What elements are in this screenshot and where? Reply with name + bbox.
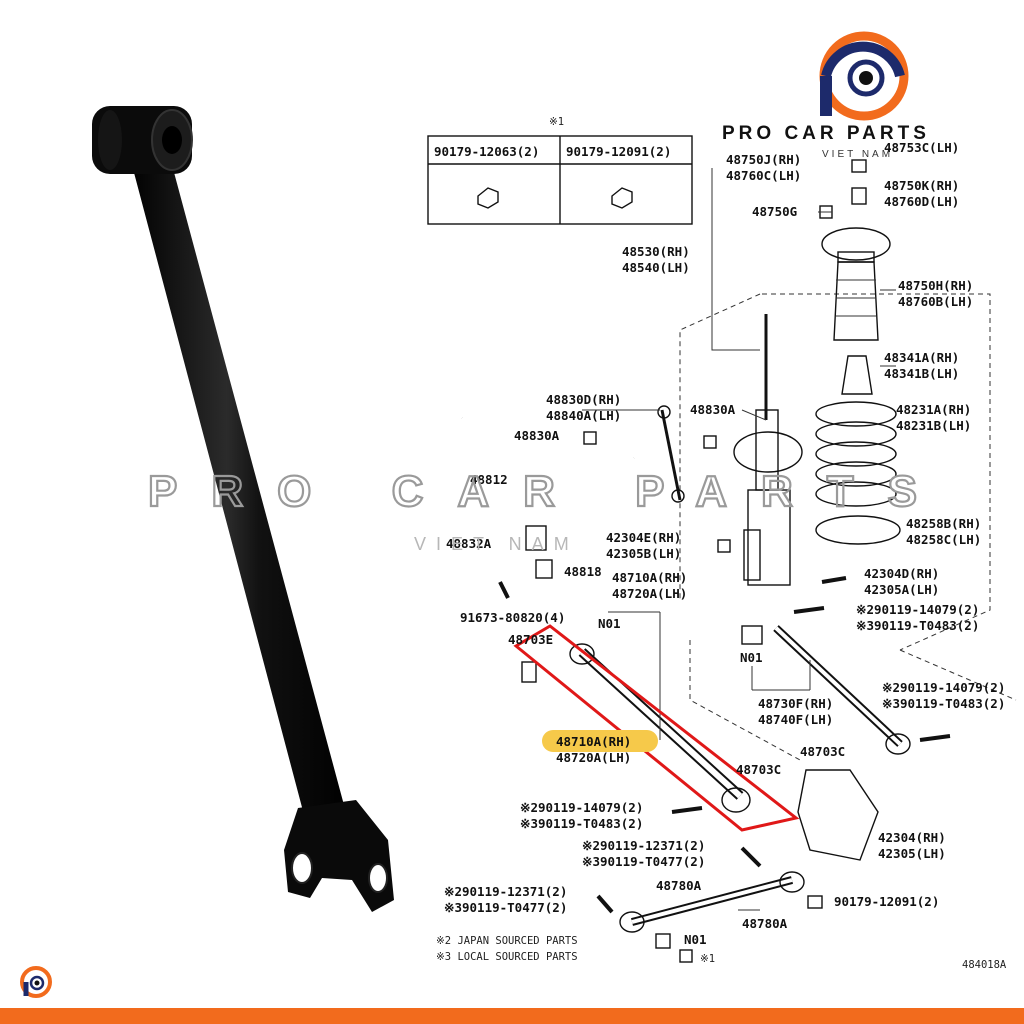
control-arm-photo: [92, 106, 394, 912]
label-48750k: 48750K(RH): [884, 178, 959, 193]
label-48750g: 48750G: [752, 204, 797, 219]
label-48750j: 48750J(RH): [726, 152, 801, 167]
label-highlight: [542, 730, 658, 752]
label-48341b: 48341B(LH): [884, 366, 959, 381]
label-n01-c: N01: [684, 932, 707, 947]
brand-sub: VIET NAM: [822, 149, 893, 160]
label-90179: 90179-12091(2): [834, 894, 939, 909]
label-ref2-a: ※290119-14079(2): [882, 680, 1005, 695]
part-labels: 48753C(LH) 48750J(RH) 48760C(LH) 48750K(…: [436, 140, 1007, 971]
label-48540: 48540(LH): [622, 260, 690, 275]
label-48258c: 48258C(LH): [906, 532, 981, 547]
label-42304d: 42304D(RH): [864, 566, 939, 581]
label-48730f: 48730F(RH): [758, 696, 833, 711]
label-n01-b: N01: [740, 650, 763, 665]
fastener-table: ※1 90179-12063(2) 90179-12091(2): [427, 116, 693, 225]
label-ref5-a: ※290119-12371(2): [444, 884, 567, 899]
strut-assembly: [679, 159, 991, 651]
label-48832a: 48832A: [446, 536, 492, 551]
label-ref4-a: ※290119-12371(2): [582, 838, 705, 853]
label-48780a-2: 48780A: [742, 916, 788, 931]
brand-footer-bar: [0, 1008, 1024, 1024]
note-japan: ※2 JAPAN SOURCED PARTS: [436, 935, 578, 947]
label-ref2-b: ※390119-T0483(2): [882, 696, 1005, 711]
label-48710a-highlight: 48710A(RH): [556, 734, 631, 749]
watermark-text: PRO CAR PARTS: [148, 467, 951, 516]
highlight-box: [513, 624, 800, 832]
table-col1-label: 90179-12063(2): [434, 144, 539, 159]
label-48760b: 48760B(LH): [898, 294, 973, 309]
leader-lines: [582, 168, 896, 911]
brand-name: PRO CAR PARTS: [722, 123, 930, 144]
brand-logo: [819, 31, 909, 121]
label-ref5-b: ※390119-T0477(2): [444, 900, 567, 915]
label-48231a: 48231A(RH): [896, 402, 971, 417]
label-48703c-1: 48703C: [800, 744, 845, 759]
label-48760c: 48760C(LH): [726, 168, 801, 183]
label-91673: 91673-80820(4): [460, 610, 565, 625]
label-48703e: 48703E: [508, 632, 553, 647]
table-col2-label: 90179-12091(2): [566, 144, 671, 159]
label-ref1-b: ※390119-T0483(2): [856, 618, 979, 633]
label-42304: 42304(RH): [878, 830, 946, 845]
diagram-code: 484018A: [962, 959, 1007, 971]
label-48720a-top: 48720A(LH): [612, 586, 687, 601]
label-48753c: 48753C(LH): [884, 140, 959, 155]
corner-logo-icon: [20, 966, 52, 998]
label-48258b: 48258B(RH): [906, 516, 981, 531]
label-48231b: 48231B(LH): [896, 418, 971, 433]
label-48780a-1: 48780A: [656, 878, 702, 893]
label-48818: 48818: [564, 564, 602, 579]
label-48740f: 48740F(LH): [758, 712, 833, 727]
label-48720a-highlight: 48720A(LH): [556, 750, 631, 765]
label-48710a-top: 48710A(RH): [612, 570, 687, 585]
label-48530: 48530(RH): [622, 244, 690, 259]
bolt-icon: [477, 187, 499, 209]
label-42305a: 42305A(LH): [864, 582, 939, 597]
label-ref3-b: ※390119-T0483(2): [520, 816, 643, 831]
label-48760d: 48760D(LH): [884, 194, 959, 209]
label-48812: 48812: [470, 472, 508, 487]
label-ref1-a: ※290119-14079(2): [856, 602, 979, 617]
label-48830a-2: 48830A: [514, 428, 560, 443]
label-48840a: 48840A(LH): [546, 408, 621, 423]
note-local: ※3 LOCAL SOURCED PARTS: [436, 951, 578, 963]
nut-icon: [611, 187, 633, 209]
watermark-sub: VIET NAM: [414, 534, 579, 554]
stabilizer-bar: [461, 405, 717, 579]
label-48750h: 48750H(RH): [898, 278, 973, 293]
table-note-mark: ※1: [549, 116, 564, 128]
label-42305: 42305(LH): [878, 846, 946, 861]
label-48341a: 48341A(RH): [884, 350, 959, 365]
label-48830d: 48830D(RH): [546, 392, 621, 407]
label-48703c-2: 48703C: [736, 762, 781, 777]
note-mark-1: ※1: [700, 953, 715, 965]
label-ref3-a: ※290119-14079(2): [520, 800, 643, 815]
label-48830a-1: 48830A: [690, 402, 736, 417]
label-42304e: 42304E(RH): [606, 530, 681, 545]
label-42305b: 42305B(LH): [606, 546, 681, 561]
label-ref4-b: ※390119-T0477(2): [582, 854, 705, 869]
control-arms: [498, 539, 1017, 963]
label-n01-a: N01: [598, 616, 621, 631]
